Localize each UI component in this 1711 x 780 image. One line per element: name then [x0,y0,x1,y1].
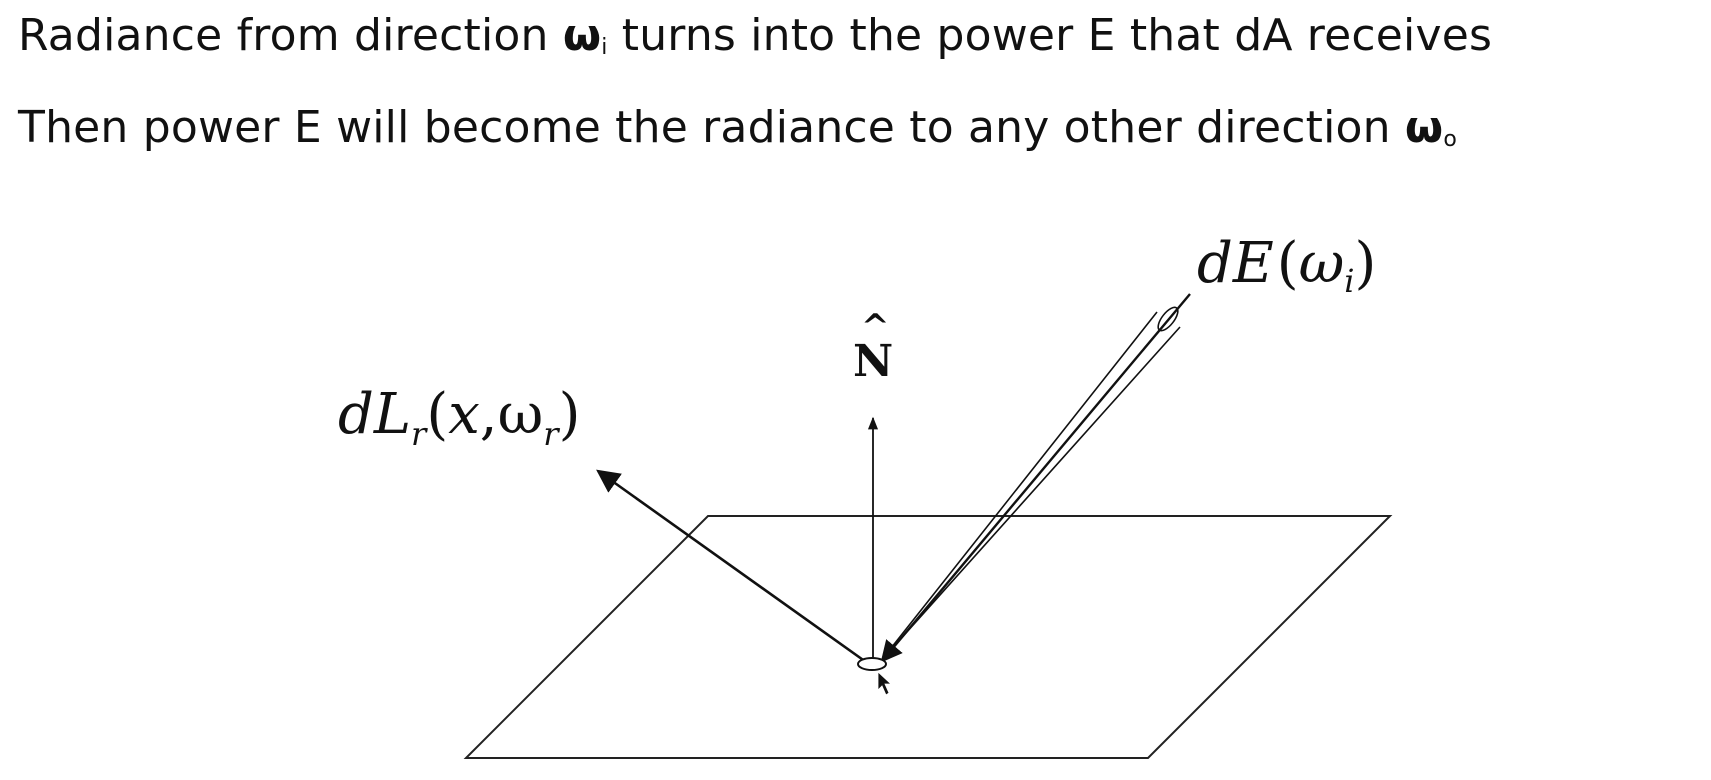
reflected-ray [596,469,867,664]
normal-label-hat: ^ [861,307,890,347]
omega-symbol: ω [1404,102,1444,153]
caption-text: turns into the power E that dA receives [607,10,1493,61]
normal-label: N [853,336,893,387]
differential-area [857,657,887,671]
caption-text: Radiance from direction [18,10,563,61]
incident-label: dE(ωi) [1197,231,1376,300]
caption-line-outgoing: Then power E will become the radiance to… [18,106,1457,151]
mouse-cursor-icon [877,671,893,696]
caption-text: Then power E will become the radiance to… [18,102,1405,153]
omega-symbol: ω [562,10,602,61]
caption-line-incident: Radiance from direction ωi turns into th… [18,14,1492,59]
incident-ray [880,293,1191,663]
reflected-label: dLr(x,ωr) [338,382,580,453]
omega-subscript: i [601,35,608,60]
omega-subscript: o [1443,127,1458,152]
surface-plane [463,515,1393,759]
